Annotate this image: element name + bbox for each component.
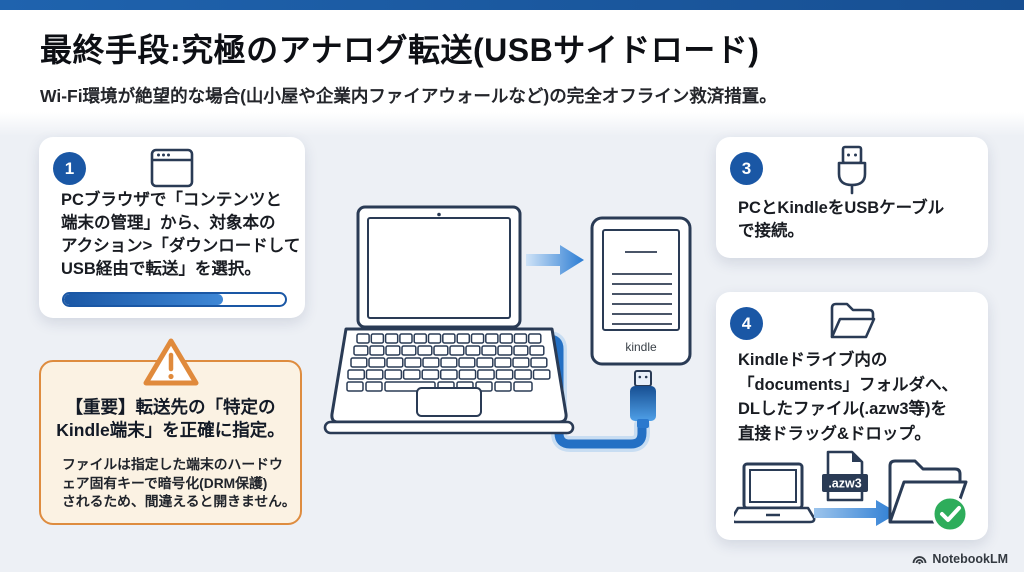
- usb-plug-icon: [837, 145, 867, 195]
- progress-bar-fill: [64, 294, 224, 305]
- laptop-keyboard-keys: [346, 333, 551, 392]
- transfer-arrow-icon: [526, 245, 584, 275]
- success-check-icon: [931, 495, 969, 533]
- step-1-number-badge: 1: [53, 152, 86, 185]
- progress-bar: [62, 292, 287, 307]
- browser-window-icon: [150, 148, 194, 188]
- step-4-text: Kindleドライブ内の 「documents」フォルダへ、 DLしたファイル(…: [738, 351, 959, 443]
- laptop-camera-dot: [437, 212, 441, 217]
- page-subtitle: Wi-Fi環境が絶望的な場合(山小屋や企業内ファイアウォールなど)の完全オフライ…: [40, 86, 777, 106]
- transfer-illustration: kindle: [323, 205, 692, 452]
- laptop-illustration: [323, 205, 575, 435]
- step-3-number-badge: 3: [730, 152, 763, 185]
- kindle-device-label: kindle: [625, 340, 657, 354]
- kindle-illustration: kindle: [590, 216, 692, 366]
- laptop-trackpad: [416, 387, 482, 417]
- folder-open-icon: [830, 302, 876, 339]
- warning-title: 【重要】転送先の「特定の Kindle端末」を正確に指定。: [56, 397, 285, 440]
- warning-body: ファイルは指定した端末のハードウ ェア固有キーで暗号化(DRM保護) されるため…: [62, 457, 296, 509]
- step-card-4: 4 Kindleドライブ内の 「documents」フォルダへ、 DLしたファイ…: [716, 292, 988, 540]
- page-title: 最終手段:究極のアナログ転送(USBサイドロード): [40, 32, 760, 68]
- mini-transfer-arrow-icon: [814, 500, 898, 526]
- mini-laptop-icon: [734, 462, 816, 524]
- brand-footer: NotebookLM: [912, 552, 1008, 566]
- step-3-text: PCとKindleをUSBケーブル で接続。: [738, 199, 945, 240]
- azw3-file-icon: .azw3: [822, 450, 868, 502]
- azw3-file-label: .azw3: [828, 477, 861, 491]
- step-4-number-badge: 4: [730, 307, 763, 340]
- step-card-1: 1 PCブラウザで「コンテンツと 端末の管理」から、対象本の アクション>「ダウ…: [39, 137, 305, 318]
- drag-drop-mini-illustration: .azw3: [734, 450, 969, 533]
- step-1-text: PCブラウザで「コンテンツと 端末の管理」から、対象本の アクション>「ダウンロ…: [61, 191, 301, 278]
- target-folder-icon: [888, 459, 969, 533]
- step-card-3: 3 PCとKindleをUSBケーブル で接続。: [716, 137, 988, 258]
- notebooklm-logo-icon: [912, 556, 927, 565]
- brand-label: NotebookLM: [932, 552, 1008, 566]
- usb-plug-illustration: [630, 370, 656, 428]
- warning-triangle-icon: [143, 338, 198, 386]
- top-accent-bar: [0, 0, 1024, 10]
- warning-card: 【重要】転送先の「特定の Kindle端末」を正確に指定。 ファイルは指定した端…: [39, 338, 302, 525]
- usb-cable: [529, 334, 647, 449]
